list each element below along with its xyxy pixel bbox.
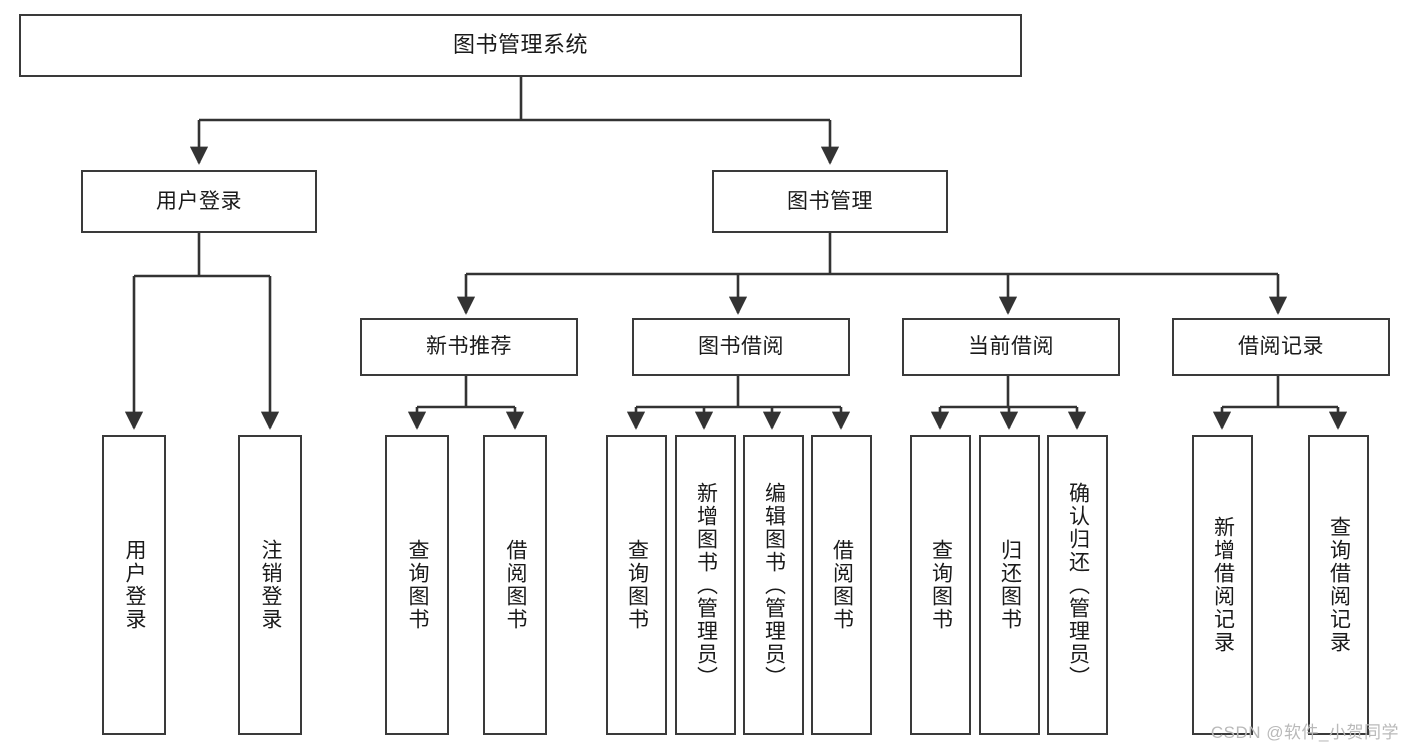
node-leaf-borrow-book-borrowing[interactable]: 借阅图书 <box>811 435 872 735</box>
node-leaf-query-book-new-rec[interactable]: 查询图书 <box>385 435 449 735</box>
node-label: 借阅记录 <box>1238 335 1324 359</box>
node-leaf-borrow-book-new-rec[interactable]: 借阅图书 <box>483 435 547 735</box>
node-label: 借阅图书 <box>504 539 528 631</box>
node-leaf-add-book-admin[interactable]: 新增图书（管理员） <box>675 435 736 735</box>
node-current-borrowing[interactable]: 当前借阅 <box>902 318 1120 376</box>
node-label: 新书推荐 <box>426 335 512 359</box>
node-new-book-recommendation[interactable]: 新书推荐 <box>360 318 578 376</box>
node-label: 查询借阅记录 <box>1327 516 1351 654</box>
node-book-management[interactable]: 图书管理 <box>712 170 948 233</box>
node-leaf-user-login[interactable]: 用户登录 <box>102 435 166 735</box>
node-leaf-confirm-return-admin[interactable]: 确认归还（管理员） <box>1047 435 1108 735</box>
node-book-borrowing[interactable]: 图书借阅 <box>632 318 850 376</box>
node-leaf-return-book[interactable]: 归还图书 <box>979 435 1040 735</box>
node-label: 图书管理系统 <box>452 32 588 58</box>
node-label: 查询图书 <box>929 539 953 631</box>
node-label: 用户登录 <box>156 189 242 213</box>
node-label: 当前借阅 <box>968 335 1054 359</box>
csdn-watermark: CSDN @软件_小贺同学 <box>1210 723 1399 742</box>
node-label: 图书管理 <box>787 189 873 213</box>
node-leaf-query-borrow-record[interactable]: 查询借阅记录 <box>1308 435 1369 735</box>
node-root-book-management-system[interactable]: 图书管理系统 <box>19 14 1022 77</box>
node-label: 新增借阅记录 <box>1211 516 1235 654</box>
node-label: 查询图书 <box>406 539 430 631</box>
node-leaf-add-borrow-record[interactable]: 新增借阅记录 <box>1192 435 1253 735</box>
node-label: 归还图书 <box>998 539 1022 631</box>
node-leaf-logout[interactable]: 注销登录 <box>238 435 302 735</box>
node-leaf-query-book-current[interactable]: 查询图书 <box>910 435 971 735</box>
node-user-login[interactable]: 用户登录 <box>81 170 317 233</box>
node-label: 图书借阅 <box>698 335 784 359</box>
node-label: 用户登录 <box>123 539 147 631</box>
node-borrowing-record[interactable]: 借阅记录 <box>1172 318 1390 376</box>
node-label: 新增图书（管理员） <box>694 481 718 689</box>
node-label: 注销登录 <box>259 539 283 631</box>
node-label: 编辑图书（管理员） <box>762 481 786 689</box>
node-leaf-edit-book-admin[interactable]: 编辑图书（管理员） <box>743 435 804 735</box>
node-label: 确认归还（管理员） <box>1066 481 1090 689</box>
node-label: 查询图书 <box>625 539 649 631</box>
node-label: 借阅图书 <box>830 539 854 631</box>
node-leaf-query-book-borrowing[interactable]: 查询图书 <box>606 435 667 735</box>
